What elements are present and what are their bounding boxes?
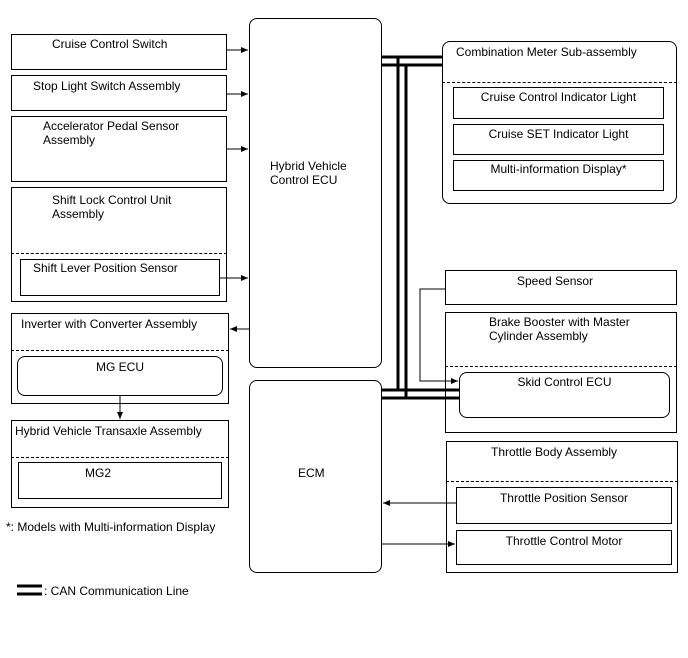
speed-sensor-label: Speed Sensor — [517, 274, 594, 288]
throttle-body-label: Throttle Body Assembly — [491, 445, 618, 459]
inverter-converter-label: Inverter with Converter Assembly — [21, 317, 198, 331]
stop-light-switch-box — [11, 75, 227, 111]
accelerator-pedal-sensor-box — [11, 116, 227, 182]
arrow-speed-sensor-to-skid-ecu — [419, 288, 458, 384]
hybrid-vehicle-control-ecu-label: Hybrid Vehicle Control ECU — [270, 159, 347, 187]
cruise-control-switch-box — [11, 34, 227, 70]
shift-lever-position-sensor-box — [20, 259, 220, 296]
multi-information-display-box — [453, 160, 664, 191]
cruise-set-indicator-label: Cruise SET Indicator Light — [488, 127, 629, 141]
shift-lock-divider — [11, 253, 227, 254]
speed-sensor-box — [445, 270, 677, 305]
cruise-control-indicator-label: Cruise Control Indicator Light — [480, 90, 637, 104]
mg2-box — [18, 462, 222, 499]
skid-control-ecu-box — [459, 372, 670, 418]
inverter-divider — [11, 350, 229, 351]
mg-ecu-label: MG ECU — [96, 360, 144, 374]
ecm-label: ECM — [298, 466, 325, 480]
can-legend-symbol — [17, 584, 42, 596]
combination-meter-label: Combination Meter Sub-assembly — [456, 45, 637, 59]
accelerator-pedal-sensor-label: Accelerator Pedal Sensor Assembly — [43, 119, 180, 147]
skid-control-ecu-label: Skid Control ECU — [517, 375, 612, 389]
cruise-control-indicator-box — [453, 87, 664, 119]
can-legend-label: : CAN Communication Line — [44, 584, 189, 598]
mg2-label: MG2 — [85, 466, 112, 480]
stop-light-switch-label: Stop Light Switch Assembly — [33, 79, 181, 93]
throttle-position-sensor-label: Throttle Position Sensor — [499, 491, 629, 505]
cruise-control-switch-label: Cruise Control Switch — [52, 37, 168, 51]
multi-information-display-label: Multi-information Display* — [490, 162, 627, 176]
brake-booster-label: Brake Booster with Master Cylinder Assem… — [489, 315, 630, 343]
hybrid-vehicle-control-ecu-box — [249, 18, 382, 368]
hybrid-transaxle-label: Hybrid Vehicle Transaxle Assembly — [15, 424, 202, 438]
cruise-set-indicator-box — [453, 124, 664, 155]
throttle-control-motor-label: Throttle Control Motor — [505, 534, 623, 548]
ecm-box — [249, 380, 382, 573]
shift-lever-position-sensor-label: Shift Lever Position Sensor — [33, 261, 178, 275]
can-bus-lines — [382, 55, 459, 400]
transaxle-divider — [11, 457, 229, 458]
shift-lock-control-unit-label: Shift Lock Control Unit Assembly — [52, 193, 172, 221]
mg-ecu-box — [17, 356, 223, 396]
throttle-control-motor-box — [456, 530, 672, 565]
combination-meter-divider — [442, 82, 677, 83]
footnote: *: Models with Multi-information Display — [6, 520, 216, 534]
throttle-body-divider — [446, 481, 678, 482]
brake-booster-divider — [445, 366, 677, 367]
throttle-position-sensor-box — [456, 487, 672, 524]
